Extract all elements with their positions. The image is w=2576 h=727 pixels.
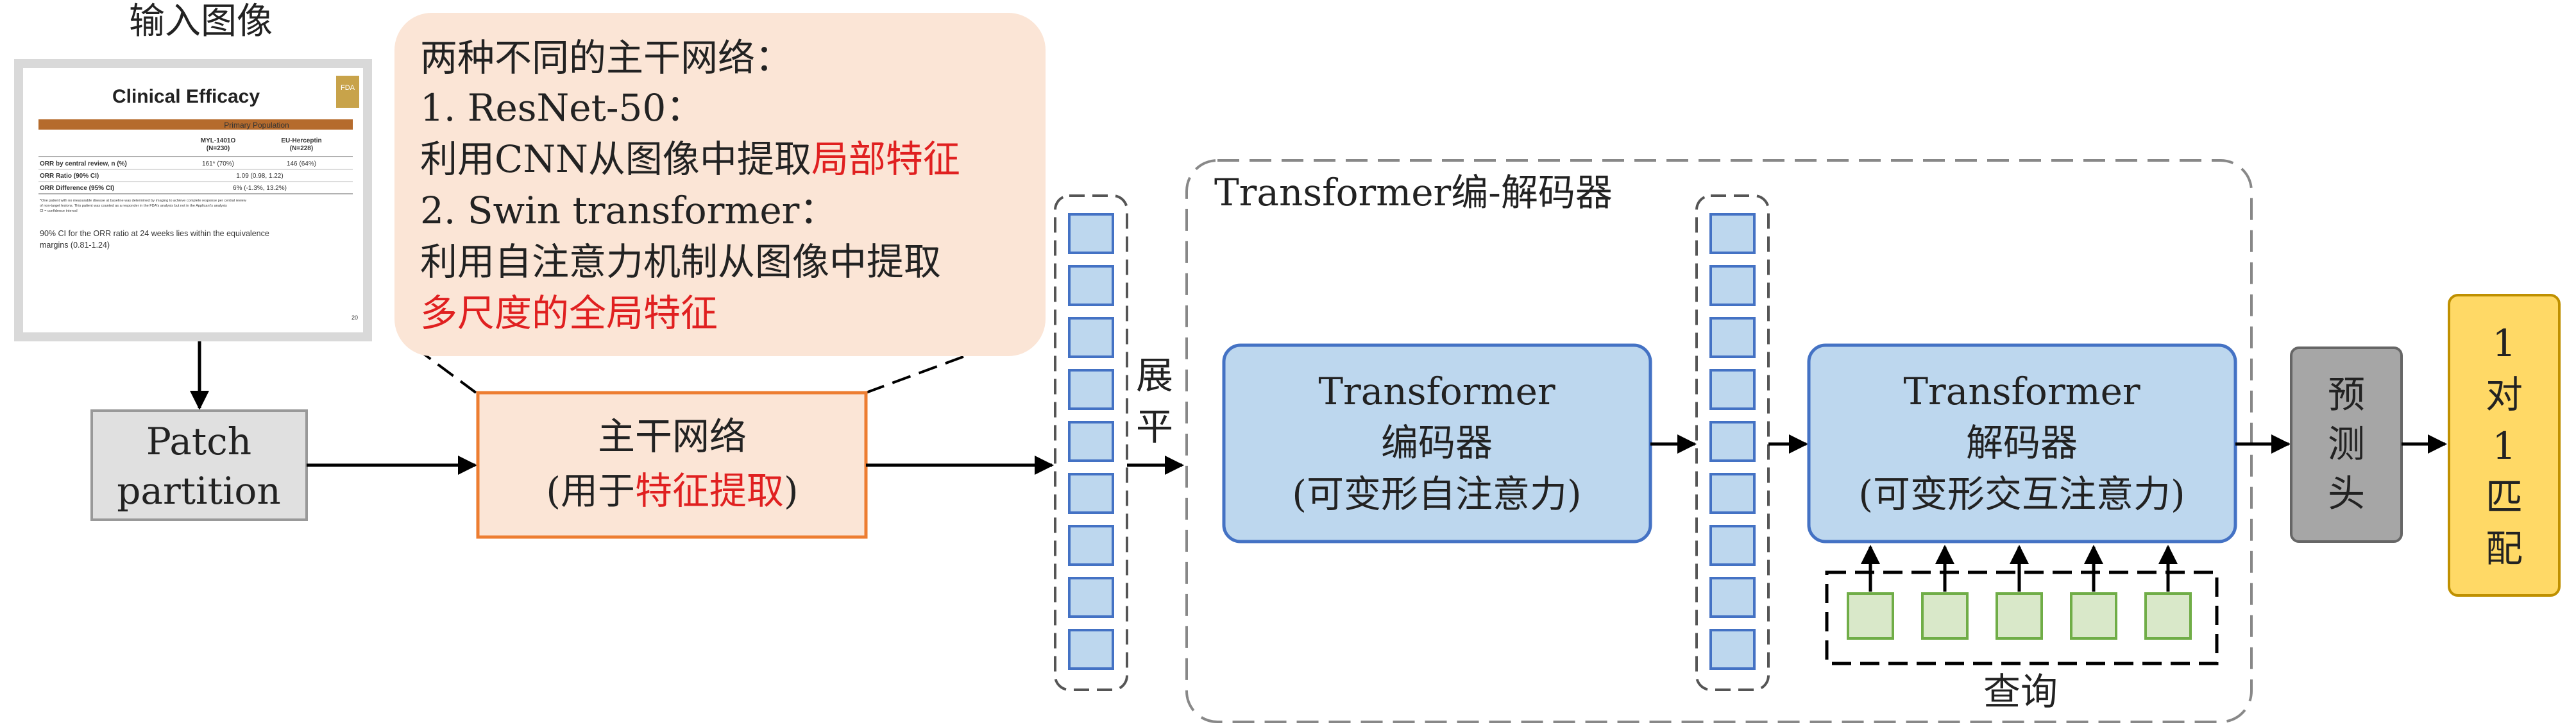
memory-token [1709, 629, 1756, 670]
patch-partition-line2: partition [117, 469, 280, 513]
matching-char-4: 匹 [2486, 475, 2523, 519]
callout-line-5: 利用自注意力机制从图像中提取 [420, 240, 941, 284]
query-token [1921, 592, 1969, 640]
slide-col2-b: (N=228) [290, 145, 313, 152]
slide-row2-v1: 1.09 (0.98, 1.22) [236, 173, 283, 180]
query-label: 查询 [1983, 670, 2058, 714]
flatten-label-1: 展 [1136, 354, 1173, 397]
query-token [2070, 592, 2117, 640]
slide-row3-v1: 6% (-1.3%, 13.2%) [233, 185, 287, 192]
one-to-one-matching-box: 1 对 1 匹 配 [2448, 294, 2561, 597]
slide-page-number: 20 [352, 314, 358, 321]
memory-token-column [1695, 194, 1770, 691]
feature-token [1068, 317, 1114, 358]
backbone-line-1: 主干网络 [598, 415, 747, 458]
prediction-head-box: 预 测 头 [2290, 346, 2403, 543]
slide-note-2: margins (0.81-1.24) [40, 241, 110, 250]
query-token [1996, 592, 2043, 640]
query-token [2144, 592, 2192, 640]
slide-note-1: 90% CI for the ORR ratio at 24 weeks lie… [40, 229, 269, 238]
prediction-head-char-1: 预 [2328, 373, 2365, 416]
feature-token [1068, 213, 1114, 254]
feature-token [1068, 369, 1114, 410]
decoder-line-1: Transformer [1903, 370, 2140, 413]
transformer-encoder-decoder-group: Transformer编-解码器 [1185, 159, 2253, 723]
feature-token [1068, 421, 1114, 462]
slide-row2-label: ORR Ratio (90% CI) [40, 173, 99, 180]
patch-partition-box: Patch partition [90, 409, 308, 521]
decoder-box: Transformer 解码器 (可变形交互注意力) [1807, 343, 2237, 543]
decoder-line-2: 解码器 [1966, 421, 2078, 465]
matching-char-3: 1 [2493, 424, 2516, 468]
memory-token [1709, 265, 1756, 306]
slide-table-band [38, 119, 353, 130]
prediction-head-char-2: 测 [2328, 422, 2365, 466]
slide-band-label: Primary Population [224, 121, 289, 130]
memory-token [1709, 525, 1756, 566]
matching-char-5: 配 [2486, 527, 2523, 570]
input-image: Clinical Efficacy FDA Primary Population… [14, 59, 372, 341]
slide-row1-v1: 161* (70%) [202, 160, 234, 167]
slide-row1-v2: 146 (64%) [287, 160, 316, 167]
flatten-label-2: 平 [1136, 405, 1173, 449]
memory-token [1709, 577, 1756, 618]
callout-line-1: 两种不同的主干网络： [420, 36, 792, 80]
memory-token [1709, 317, 1756, 358]
slide-row1-label: ORR by central review, n (%) [40, 160, 127, 167]
matching-char-1: 1 [2493, 321, 2516, 365]
slide-footnote-2: of non-target lesions. This patient was … [40, 204, 227, 208]
feature-token [1068, 629, 1114, 670]
slide-title: Clinical Efficacy [112, 86, 260, 107]
encoder-line-2: 编码器 [1381, 421, 1493, 465]
slide-col1-a: MYL-1401O [201, 137, 236, 144]
backbone-callout: 两种不同的主干网络： 1. ResNet-50： 利用CNN从图像中提取局部特征… [394, 13, 1046, 394]
callout-line-4: 2. Swin transformer： [420, 189, 836, 232]
memory-token [1709, 213, 1756, 254]
slide-col1-b: (N=230) [207, 145, 230, 152]
query-group: 查询 [1825, 545, 2219, 714]
fda-logo-text: FDA [341, 84, 355, 92]
matching-char-2: 对 [2486, 373, 2523, 416]
transformer-group-label: Transformer编-解码器 [1214, 171, 1613, 214]
fda-logo [336, 76, 359, 108]
feature-token-column [1054, 194, 1128, 691]
memory-token [1709, 473, 1756, 514]
input-image-label: 输入图像 [129, 1, 273, 42]
patch-partition-line1: Patch [146, 420, 251, 463]
callout-line-2: 1. ResNet-50： [420, 86, 703, 130]
feature-token [1068, 525, 1114, 566]
slide-col2-a: EU-Herceptin [281, 137, 321, 144]
slide-row3-label: ORR Difference (95% CI) [40, 185, 114, 192]
backbone-box: 主干网络 (用于特征提取) [476, 391, 868, 539]
memory-token [1709, 369, 1756, 410]
encoder-box: Transformer 编码器 (可变形自注意力) [1222, 343, 1652, 543]
slide-footnote-1: *One patient with no measurable disease … [40, 199, 247, 203]
feature-token [1068, 577, 1114, 618]
callout-line-3: 利用CNN从图像中提取局部特征 [420, 137, 960, 181]
feature-token [1068, 265, 1114, 306]
encoder-line-1: Transformer [1318, 370, 1555, 413]
decoder-line-3: (可变形交互注意力) [1858, 472, 2185, 516]
encoder-line-3: (可变形自注意力) [1292, 472, 1581, 516]
callout-line-6: 多尺度的全局特征 [420, 291, 718, 335]
query-token [1847, 592, 1894, 640]
memory-token [1709, 421, 1756, 462]
slide-footnote-3: CI = confidence interval [40, 209, 78, 213]
backbone-line-2: (用于特征提取) [546, 469, 798, 513]
prediction-head-char-3: 头 [2328, 472, 2365, 515]
feature-token [1068, 473, 1114, 514]
